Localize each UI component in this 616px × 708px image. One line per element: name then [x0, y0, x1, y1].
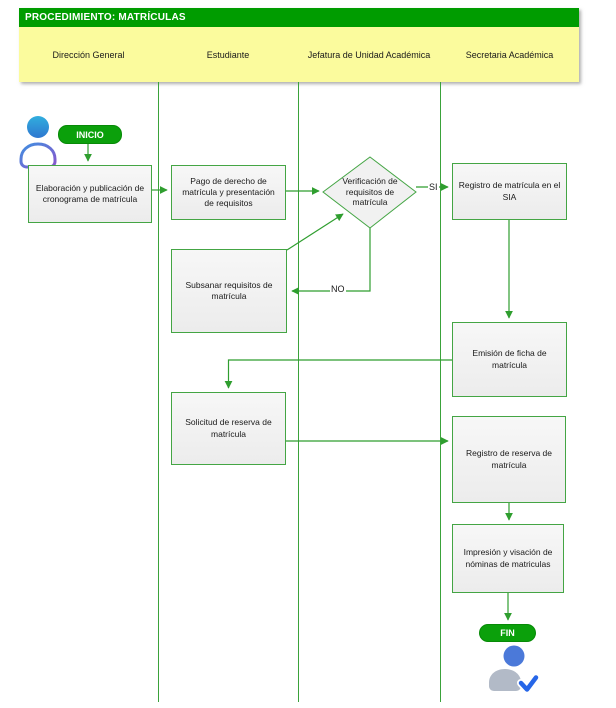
person-start-icon	[19, 116, 57, 169]
lane-header-direccion-general: Dirección General	[52, 49, 125, 60]
process-solicitud-reserva: Solicitud de reserva de matrícula	[171, 392, 286, 465]
check-icon	[518, 675, 539, 692]
lane-header-secretaria: Secretaria Académica	[465, 49, 554, 60]
procedure-title: PROCEDIMIENTO: MATRÍCULAS	[19, 8, 579, 27]
edge-label-si: SI	[428, 182, 439, 193]
procedure-header: PROCEDIMIENTO: MATRÍCULAS Dirección Gene…	[19, 8, 579, 82]
edge-emision-to-solicitud	[224, 359, 452, 389]
process-impresion-nominas: Impresión y visación de nóminas de matri…	[452, 524, 564, 593]
start-terminator: INICIO	[58, 125, 122, 144]
process-elaboracion-cronograma: Elaboración y publicación de cronograma …	[28, 165, 152, 223]
edge-verificacion-no-to-subsanar	[291, 228, 371, 295]
person-body	[489, 669, 521, 691]
lane-divider-lines	[158, 82, 441, 702]
end-terminator: FIN	[479, 624, 536, 642]
edge-label-no: NO	[330, 284, 346, 295]
process-subsanar-requisitos: Subsanar requisitos de matrícula	[171, 249, 287, 333]
person-head	[503, 645, 525, 667]
edge-subsanar-to-verificacion	[286, 213, 344, 251]
decision-verificacion-label: Verificación de requisitos de matrícula	[342, 176, 398, 208]
process-pago-derecho: Pago de derecho de matrícula y presentac…	[171, 165, 286, 220]
lane-header-jefatura: Jefatura de Unidad Académica	[307, 49, 431, 60]
person-check-icon	[489, 645, 540, 694]
lane-header-estudiante: Estudiante	[206, 49, 250, 60]
process-emision-ficha: Emisión de ficha de matrícula	[452, 322, 567, 397]
process-registro-sia: Registro de matrícula en el SIA	[452, 163, 567, 220]
process-registro-reserva: Registro de reserva de matrícula	[452, 416, 566, 503]
swimlane-header-band: Dirección General Estudiante Jefatura de…	[19, 27, 579, 82]
